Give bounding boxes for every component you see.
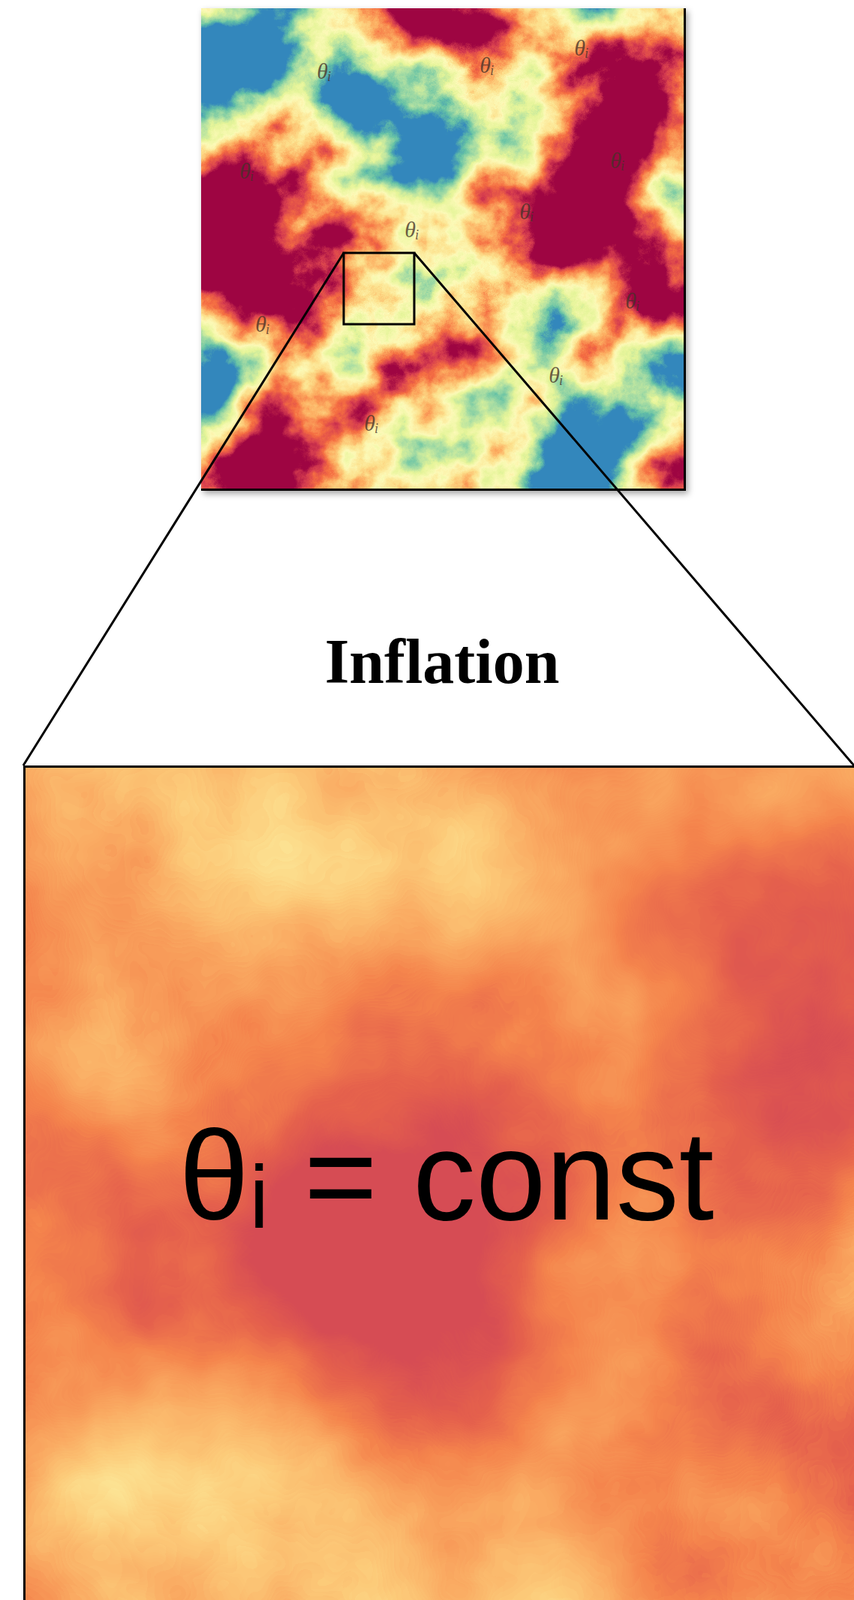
random-field: [201, 8, 686, 491]
map-shadow: [201, 8, 686, 491]
angle-label: θᵢ: [316, 58, 331, 85]
angle-label: θᵢ: [363, 410, 379, 437]
zoomed-field: θᵢ = const: [23, 765, 854, 1600]
stage-heading: Inflation: [324, 625, 560, 698]
angle-label: θᵢ: [479, 52, 494, 79]
zoom-box: [343, 252, 415, 325]
angle-label: θᵢ: [548, 362, 563, 388]
angle-label: θᵢ: [610, 147, 625, 174]
field-map: θᵢ θᵢ θᵢ θᵢ θᵢ θᵢ θᵢ θᵢ θᵢ θᵢ θᵢ: [201, 8, 686, 491]
angle-label: θᵢ: [239, 158, 254, 184]
angle-label: θᵢ: [625, 288, 640, 314]
smooth-field: [23, 765, 854, 1600]
zoom-line: [23, 252, 344, 766]
angle-label: θᵢ: [255, 311, 270, 337]
angle-label: θᵢ: [519, 198, 534, 225]
equation-label: θᵢ = const: [179, 1103, 715, 1249]
angle-label: θᵢ: [404, 216, 419, 243]
angle-label: θᵢ: [574, 35, 589, 61]
